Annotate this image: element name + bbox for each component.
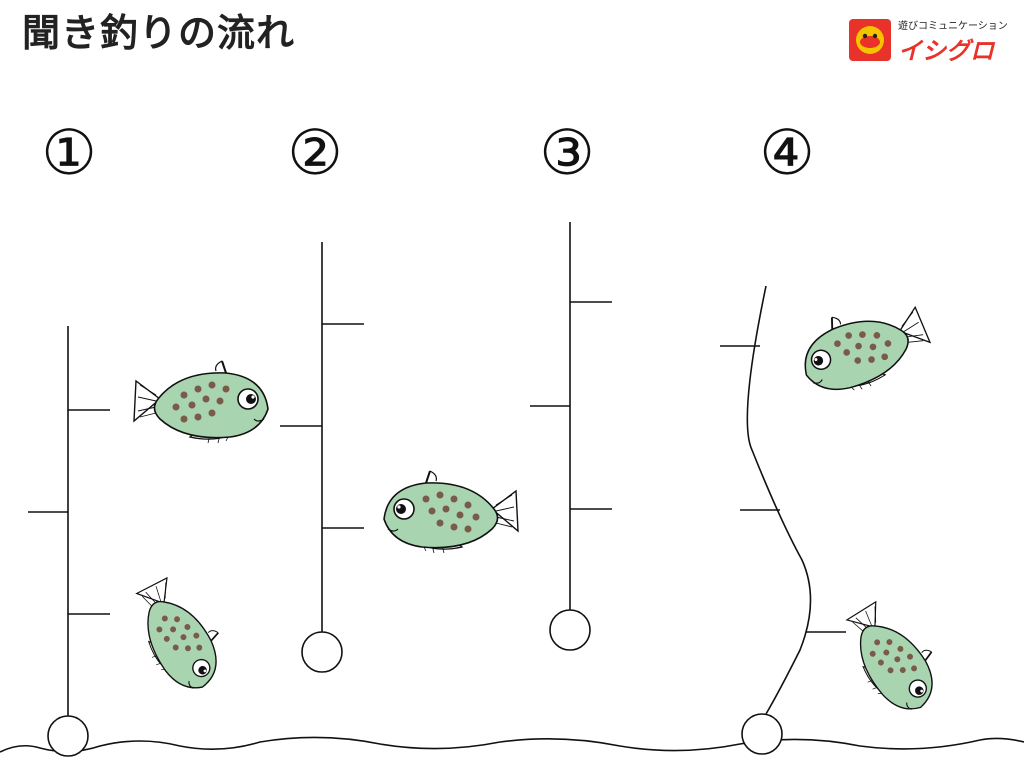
fish-icon (383, 470, 519, 554)
rig-4-sinker (741, 713, 783, 755)
seafloor-line (0, 736, 1024, 753)
rig-4-mainline (746, 285, 812, 715)
logo-badge-icon (849, 19, 891, 61)
rig-2 (280, 242, 364, 673)
step-number-3: ③ (539, 116, 595, 189)
step-number-2: ② (287, 116, 343, 189)
rig-3-sinker (549, 609, 591, 651)
rig-1 (28, 326, 110, 757)
rig-1-sinker (47, 715, 89, 757)
rig-4 (720, 285, 846, 755)
fish-icon (119, 567, 239, 703)
page-title: 聞き釣りの流れ (22, 11, 296, 55)
fish-icon (789, 287, 939, 407)
step-number-4: ④ (759, 116, 815, 189)
logo-tagline: 遊びコミュニケーション (898, 21, 1008, 32)
fish-icon (830, 589, 955, 725)
rig-3 (530, 222, 612, 651)
rig-2-sinker (301, 631, 343, 673)
fish-icon (133, 360, 269, 444)
logo-brand-name: イシグロ (898, 37, 994, 65)
step-number-1: ① (41, 116, 97, 189)
brand-logo: 遊びコミュニケーション イシグロ (846, 16, 1008, 66)
